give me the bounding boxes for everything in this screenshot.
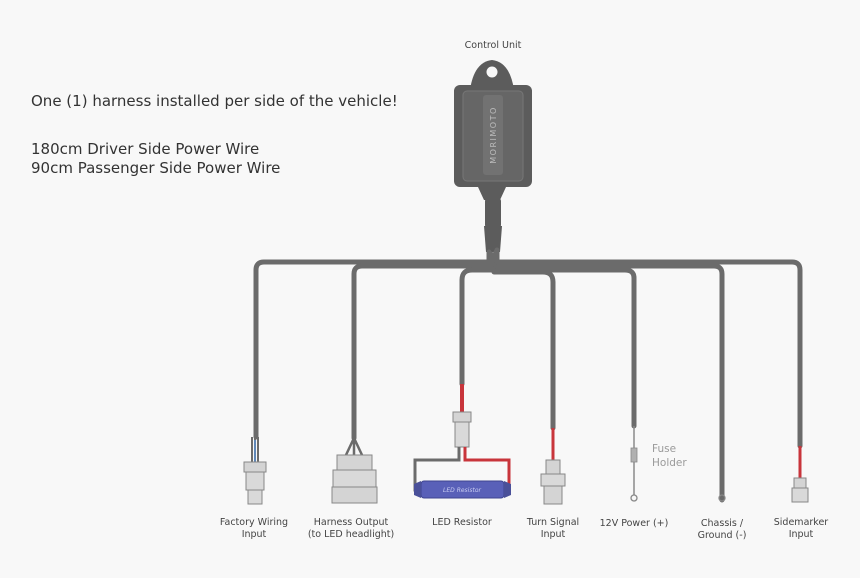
fuse-holder-icon (630, 447, 638, 463)
ring-terminal-icon (630, 494, 638, 502)
wire-bundle (253, 247, 803, 503)
fuse-holder-label-line2: Holder (652, 457, 687, 469)
unit-brand-text: MORIMOTO (489, 106, 498, 164)
sidemarker-socket (791, 446, 809, 503)
control-unit-label: Control Unit (465, 40, 522, 51)
note-passenger-side-wire: 90cm Passenger Side Power Wire (31, 159, 281, 177)
label-harness-output-1: Harness Output (314, 517, 389, 528)
note-harness-per-side: One (1) harness installed per side of th… (31, 92, 398, 110)
note-driver-side-wire: 180cm Driver Side Power Wire (31, 140, 260, 158)
harness-output-connector (331, 437, 378, 504)
label-chassis-1: Chassis / (701, 518, 744, 529)
label-factory-wiring-2: Input (242, 529, 267, 540)
label-led-resistor: LED Resistor (432, 517, 492, 528)
label-chassis-2: Ground (-) (698, 530, 747, 541)
power-lead: Fuse Holder (630, 426, 687, 502)
label-factory-wiring-1: Factory Wiring (220, 517, 288, 528)
control-unit: MORIMOTO (454, 60, 532, 252)
label-turn-signal-2: Input (541, 529, 566, 540)
label-sidemarker-1: Sidemarker (774, 517, 829, 528)
label-harness-output-2: (to LED headlight) (308, 529, 394, 540)
fuse-holder-label-line1: Fuse (652, 443, 676, 455)
ground-terminal-icon (718, 494, 726, 502)
led-resistor-assembly: LED Resistor (413, 384, 511, 499)
resistor-brand-text: LED Resistor (443, 487, 481, 494)
label-sidemarker-2: Input (789, 529, 814, 540)
ground-lead (718, 494, 726, 502)
turn-signal-socket (540, 428, 566, 505)
label-turn-signal-1: Turn Signal (526, 517, 579, 528)
label-12v-power: 12V Power (+) (600, 518, 669, 529)
factory-wiring-connector (243, 437, 267, 505)
connector-labels: Factory Wiring Input Harness Output (to … (220, 517, 828, 541)
